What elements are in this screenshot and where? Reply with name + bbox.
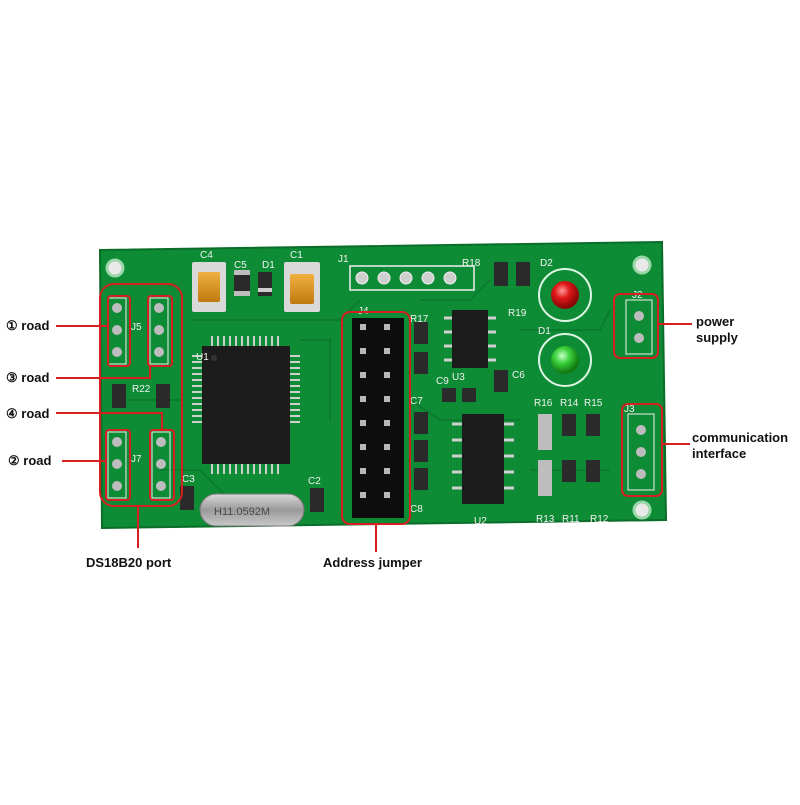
- red-led-d2: D2: [538, 258, 592, 322]
- resistors-left: R22: [112, 384, 170, 408]
- ds18b20-port-box: [99, 283, 183, 507]
- road3-label: ③ road: [6, 370, 50, 385]
- road4-label: ④ road: [6, 406, 50, 421]
- label-u1: U1: [196, 352, 209, 363]
- port-j5: J5: [107, 297, 169, 365]
- label-r22: R22: [132, 384, 151, 395]
- road1-label: ① road: [6, 318, 50, 333]
- comm-connector-j3: J3: [624, 404, 655, 491]
- label-c2: C2: [308, 476, 321, 487]
- address-jumper-label: Address jumper: [323, 555, 422, 570]
- capacitors-c9-c6: C9 C6: [436, 370, 525, 402]
- label-j1: J1: [338, 254, 349, 265]
- tantalum-capacitor-c4: C4: [192, 250, 226, 312]
- ds18b20-port-label: DS18B20 port: [86, 555, 172, 570]
- label-r17: R17: [410, 314, 429, 325]
- label-d1: D1: [262, 260, 275, 271]
- label-j7: J7: [131, 454, 142, 465]
- label-c9: C9: [436, 376, 449, 387]
- leader-road4: [56, 412, 163, 430]
- capacitors-c3-c2: C3 C2: [180, 474, 324, 512]
- resistors-top: [494, 262, 530, 286]
- ic-u3: U3 R19: [444, 308, 527, 383]
- road1-box: [107, 295, 131, 367]
- label-c8: C8: [410, 504, 423, 515]
- label-j3: J3: [624, 404, 635, 415]
- label-r12: R12: [590, 514, 609, 525]
- mounting-hole: [632, 500, 652, 520]
- callout-boxes: [99, 283, 663, 525]
- leader-lines: [56, 323, 692, 552]
- label-c1: C1: [290, 250, 303, 261]
- label-r19: R19: [508, 308, 527, 319]
- label-c6: C6: [512, 370, 525, 381]
- ic-u2: U2: [452, 414, 514, 527]
- power-supply-line2: supply: [696, 330, 738, 345]
- communication-interface-line2: interface: [692, 446, 747, 461]
- power-connector-j2: J2: [625, 290, 653, 355]
- road3-box: [147, 295, 173, 367]
- label-c4: C4: [200, 250, 213, 261]
- road2-box: [105, 429, 131, 501]
- label-u3: U3: [452, 372, 465, 383]
- label-j2: J2: [632, 290, 643, 301]
- tantalum-capacitor-c1: C1: [284, 250, 320, 312]
- communication-interface-label: communication interface: [692, 430, 788, 462]
- resistor-column: R17 C7 C8: [410, 314, 429, 515]
- label-c5: C5: [234, 260, 247, 271]
- capacitor-c5: C5: [234, 260, 250, 296]
- port-j7: J7: [107, 431, 171, 499]
- label-r14: R14: [560, 398, 579, 409]
- label-r11: R11: [562, 514, 580, 525]
- road2-label: ② road: [8, 453, 52, 468]
- label-r16: R16: [534, 398, 553, 409]
- microcontroller-u1: U1: [192, 336, 300, 474]
- leader-road3: [56, 366, 151, 379]
- power-supply-box: [613, 293, 659, 359]
- mounting-hole: [632, 255, 652, 275]
- power-supply-label: power supply: [696, 314, 738, 346]
- communication-interface-line1: communication: [692, 430, 789, 445]
- diode-d1: D1: [258, 260, 275, 296]
- label-j5: J5: [131, 322, 142, 333]
- label-d2: D2: [540, 258, 553, 269]
- label-r15: R15: [584, 398, 603, 409]
- label-u2: U2: [474, 516, 487, 527]
- label-d1-led: D1: [538, 326, 551, 337]
- power-supply-line1: power: [696, 314, 735, 329]
- label-c7: C7: [410, 396, 423, 407]
- crystal-label: H11.0592M: [214, 506, 270, 518]
- label-r13: R13: [536, 514, 555, 525]
- communication-box: [621, 403, 663, 497]
- resistor-block: R16 R14 R15 R13 R11 R12: [534, 398, 609, 525]
- label-c3: C3: [182, 474, 195, 485]
- label-r18: R18: [462, 258, 481, 269]
- green-led-d1: D1: [538, 326, 592, 387]
- address-jumper-j4: J4: [352, 306, 404, 518]
- crystal-oscillator: H11.0592M: [199, 493, 305, 527]
- mounting-hole: [105, 258, 125, 278]
- connector-j1: J1 R18: [338, 254, 481, 291]
